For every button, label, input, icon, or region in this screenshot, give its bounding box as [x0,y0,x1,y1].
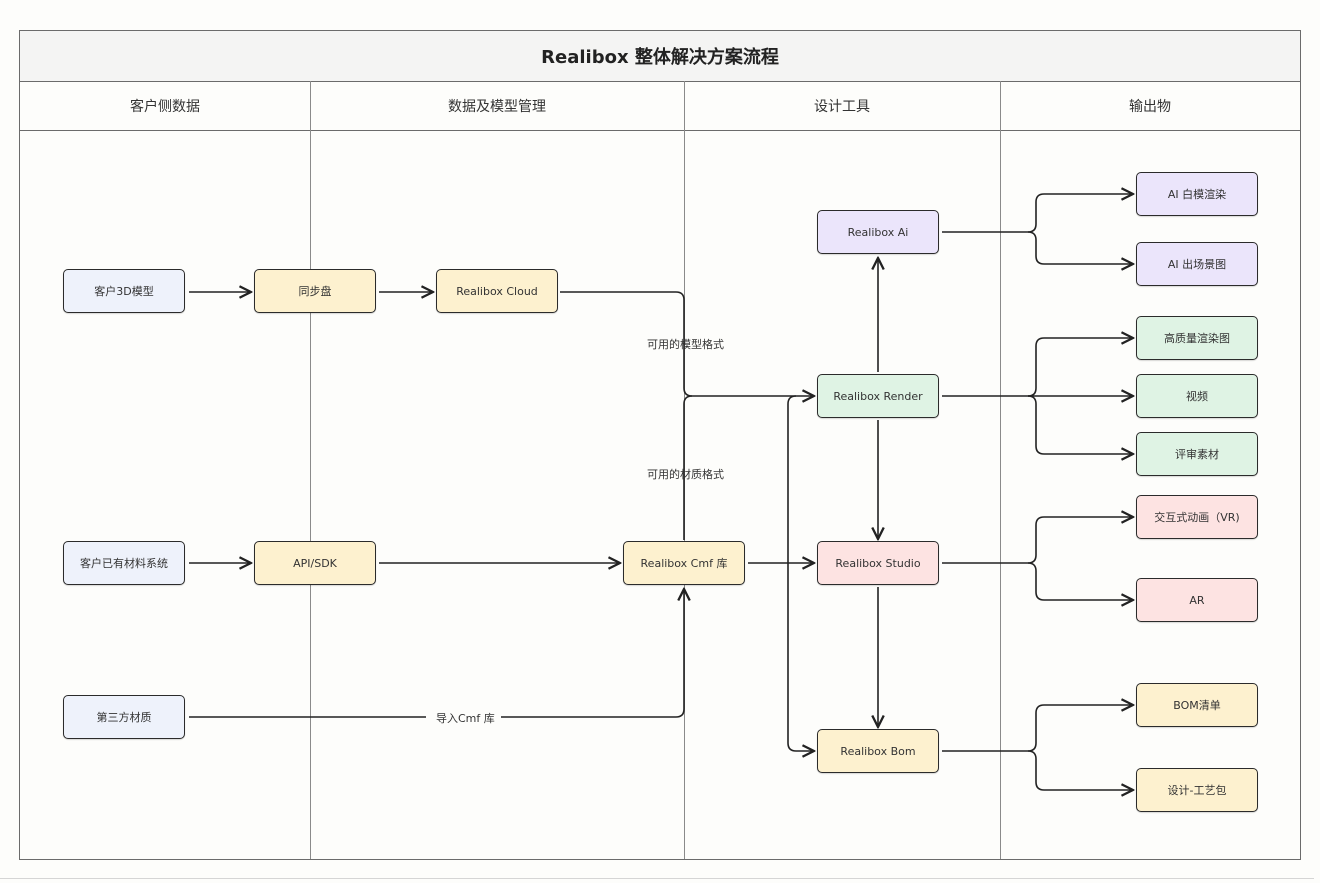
node-realibox-bom[interactable]: Realibox Bom [817,729,939,773]
node-bom-list[interactable]: BOM清单 [1136,683,1258,727]
edge-studio-branch [1027,562,1133,600]
lane-header-customer-data: 客户侧数据 [20,81,310,131]
bottom-divider [0,878,1314,879]
node-ai-white-model-render[interactable]: AI 白模渲染 [1136,172,1258,216]
node-ai-scene-image[interactable]: AI 出场景图 [1136,242,1258,286]
node-api-sdk[interactable]: API/SDK [254,541,376,585]
node-video[interactable]: 视频 [1136,374,1258,418]
edge-label-import-cmf: 导入Cmf 库 [430,710,501,726]
node-realibox-render[interactable]: Realibox Render [817,374,939,418]
node-realibox-cloud[interactable]: Realibox Cloud [436,269,558,313]
lane-header-data-model-management: 数据及模型管理 [310,81,684,131]
node-interactive-animation-vr[interactable]: 交互式动画（VR) [1136,495,1258,539]
lane-header-design-tools: 设计工具 [684,81,1000,131]
node-third-party-material[interactable]: 第三方材质 [63,695,185,739]
node-ar[interactable]: AR [1136,578,1258,622]
edge-cmf-to-bom [787,395,814,751]
edge-cmf-to-render [683,395,693,540]
edge-ai-branch [1027,231,1133,264]
node-realibox-ai[interactable]: Realibox Ai [817,210,939,254]
edge-studio-branch [942,517,1133,564]
node-sync-drive[interactable]: 同步盘 [254,269,376,313]
edge-render-branch [1027,395,1133,454]
edge-ai-branch [942,194,1133,233]
edge-bom-branch [942,705,1133,752]
edge-cloud-to-render [560,291,814,396]
edge-render-branch [1027,338,1133,397]
node-design-process-pack[interactable]: 设计-工艺包 [1136,768,1258,812]
node-customer-material-system[interactable]: 客户已有材料系统 [63,541,185,585]
edge-bom-branch [1027,750,1133,790]
edge-label-model-formats: 可用的模型格式 [647,338,724,351]
lane-divider [1000,81,1001,859]
lane-header-outputs: 输出物 [1000,81,1300,131]
edge-third-party-to-cmf [189,589,684,718]
node-hq-render-image[interactable]: 高质量渲染图 [1136,316,1258,360]
node-review-material[interactable]: 评审素材 [1136,432,1258,476]
node-realibox-studio[interactable]: Realibox Studio [817,541,939,585]
diagram-frame: Realibox 整体解决方案流程 客户侧数据 数据及模型管理 设计工具 输出物 [19,30,1301,860]
lane-divider [310,81,311,859]
edge-label-material-formats: 可用的材质格式 [647,468,724,481]
node-realibox-cmf[interactable]: Realibox Cmf 库 [623,541,745,585]
node-customer-3d-model[interactable]: 客户3D模型 [63,269,185,313]
diagram-title: Realibox 整体解决方案流程 [20,31,1300,82]
